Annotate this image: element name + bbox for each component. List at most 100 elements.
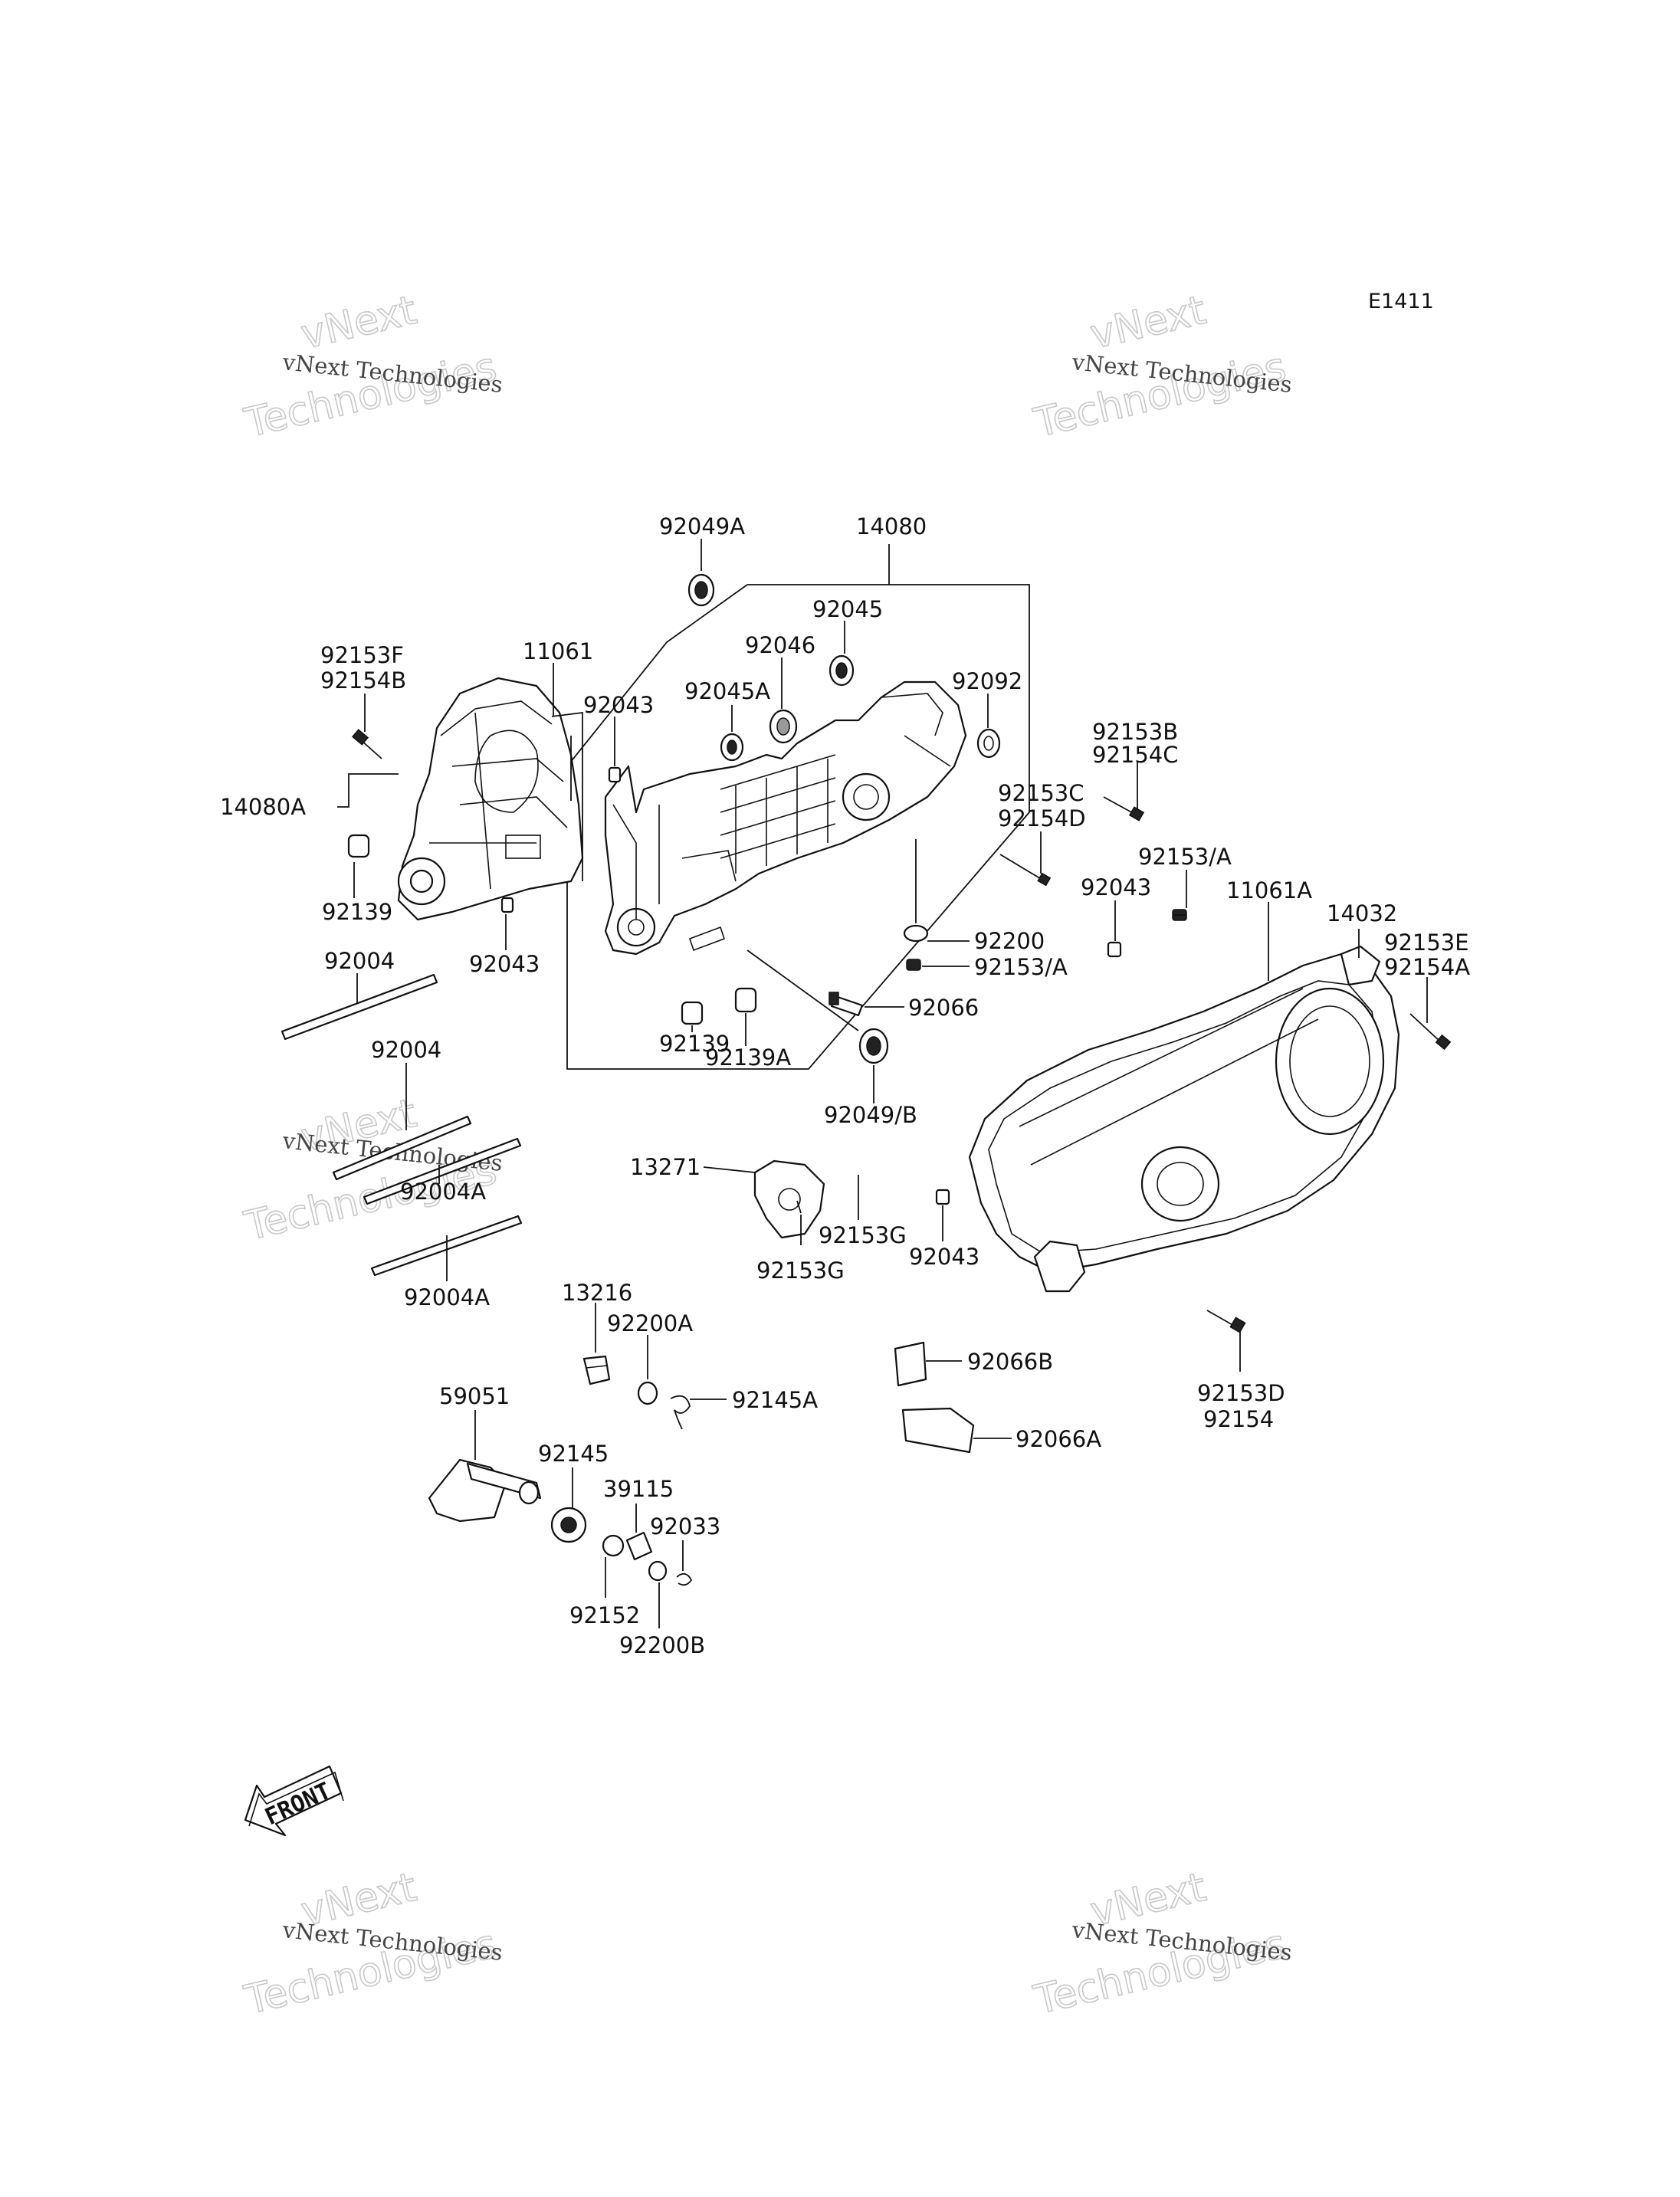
leader-92200 <box>915 839 970 942</box>
part-label[interactable]: 39115 <box>603 1476 674 1502</box>
frame-14080A-bracket <box>337 773 399 808</box>
part-label[interactable]: 92153D <box>1197 1380 1285 1406</box>
part-label[interactable]: 92152 <box>569 1602 640 1628</box>
crankcase-set-frame <box>566 584 1030 1070</box>
watermark-top-left: vNext Technologies vNext Technologies <box>240 287 504 447</box>
part-labels: 92049A 14080 92045 92046 92045A 92092 11… <box>220 513 1470 1658</box>
part-label[interactable]: 92153B <box>1092 719 1178 745</box>
bushing-92139 <box>681 1001 704 1025</box>
bearing-92045A <box>720 733 744 762</box>
screw-92153G-left <box>796 1200 802 1214</box>
dowel-92043-a <box>608 766 622 783</box>
bolt-92153F <box>351 729 382 759</box>
stud-92004-mid <box>332 1115 472 1181</box>
washer-92152 <box>602 1534 625 1557</box>
part-label[interactable]: 92043 <box>1081 874 1151 900</box>
stud-92004A-mid <box>363 1137 522 1205</box>
bolt-92153A-upper <box>1172 909 1187 921</box>
part-label[interactable]: 92200B <box>619 1632 705 1658</box>
bolt-92153D <box>1206 1310 1246 1333</box>
leader-13271 <box>703 1166 756 1173</box>
part-label[interactable]: 92153/A <box>1138 844 1232 870</box>
spring-92145A <box>670 1395 691 1430</box>
dowel-92043-c <box>1107 941 1122 958</box>
part-label[interactable]: 92066 <box>908 995 979 1021</box>
part-label[interactable]: 92154C <box>1092 742 1179 768</box>
main-crankcase <box>604 680 967 956</box>
bolt-92153B <box>1103 796 1145 821</box>
clutch-cover <box>968 945 1400 1293</box>
part-label[interactable]: 92145 <box>538 1441 609 1467</box>
part-label[interactable]: 92145A <box>732 1387 818 1413</box>
bolt-92153E <box>1409 1013 1452 1051</box>
part-label[interactable]: 92004 <box>371 1037 441 1063</box>
left-crankcase-half <box>397 677 584 921</box>
part-label[interactable]: 92153G <box>819 1222 907 1248</box>
part-label[interactable]: 92045 <box>812 596 883 622</box>
part-label[interactable]: 59051 <box>439 1383 510 1409</box>
part-label[interactable]: 92043 <box>469 951 540 977</box>
washer-92200A <box>637 1381 658 1405</box>
bolt-92153C <box>999 854 1052 887</box>
part-label[interactable]: 92066B <box>967 1349 1053 1375</box>
watermark-big-1: vNext <box>1086 287 1210 359</box>
part-label[interactable]: 92033 <box>650 1513 720 1540</box>
duct-92066B <box>894 1341 927 1387</box>
duct-92066A <box>901 1407 975 1454</box>
part-label[interactable]: 92154A <box>1384 954 1470 980</box>
part-label[interactable]: 92046 <box>745 632 815 658</box>
part-label[interactable]: 92153C <box>998 780 1084 806</box>
diagram-code: E1411 <box>1368 290 1434 313</box>
washer-92200 <box>903 924 929 943</box>
part-label[interactable]: 92004A <box>404 1284 490 1310</box>
part-label[interactable]: 92153/A <box>974 954 1068 980</box>
part-label[interactable]: 92139 <box>322 899 392 925</box>
bearing-92092 <box>976 728 1001 759</box>
part-label[interactable]: 92043 <box>583 692 654 718</box>
cover-13271 <box>753 1159 825 1239</box>
front-direction-marker: FRONT <box>244 1765 344 1837</box>
part-label[interactable]: 92154B <box>320 667 406 694</box>
part-label[interactable]: 92153F <box>320 642 404 668</box>
part-label[interactable]: 92153G <box>756 1258 845 1284</box>
part-label[interactable]: 92200 <box>974 928 1045 954</box>
part-label[interactable]: 13271 <box>630 1154 701 1180</box>
part-label[interactable]: 92154D <box>998 805 1086 831</box>
part-label[interactable]: 11061 <box>523 638 593 664</box>
washer-92200B <box>648 1560 668 1582</box>
part-label[interactable]: 92049A <box>659 513 745 539</box>
part-label[interactable]: 14032 <box>1327 900 1397 926</box>
part-label[interactable]: 92066A <box>1016 1426 1101 1452</box>
leader-92049B <box>746 949 874 1103</box>
part-label[interactable]: 13216 <box>562 1280 632 1306</box>
watermark-bottom-right: vNext Technologies vNext Technologies <box>1029 1864 1294 2024</box>
watermark-big-1: vNext <box>297 287 421 359</box>
part-label[interactable]: 92045A <box>684 678 770 704</box>
part-label[interactable]: 11061A <box>1226 877 1312 903</box>
part-label[interactable]: 92049/B <box>824 1102 917 1128</box>
part-label[interactable]: 92139 <box>659 1031 730 1057</box>
bolt-92153A-lower <box>906 959 921 971</box>
bearing-92045 <box>829 654 855 687</box>
bearing-92049B <box>858 1028 889 1064</box>
part-label[interactable]: 92139A <box>705 1044 791 1071</box>
part-label[interactable]: 92004 <box>324 948 395 974</box>
part-label[interactable]: 92153E <box>1384 930 1469 956</box>
bushing-92139-a <box>734 987 757 1013</box>
part-label[interactable]: 92043 <box>909 1244 979 1270</box>
part-label[interactable]: 92154 <box>1203 1406 1274 1432</box>
watermark-bottom-left: vNext Technologies vNext Technologies <box>240 1864 504 2024</box>
part-label[interactable]: 92004A <box>400 1179 486 1205</box>
seal-92046 <box>769 709 798 744</box>
fitting-13216 <box>582 1355 611 1385</box>
part-label[interactable]: 14080 <box>856 513 927 539</box>
watermark-top-right: vNext Technologies vNext Technologies <box>1029 287 1294 447</box>
part-label[interactable]: 92200A <box>607 1310 693 1336</box>
bearing-92049A <box>687 573 715 607</box>
part-label[interactable]: 92092 <box>952 668 1022 694</box>
part-label[interactable]: 14080A <box>220 794 306 820</box>
dowel-92043-b <box>500 897 514 913</box>
guide-39115 <box>625 1531 653 1561</box>
bolt-92066 <box>829 992 864 1017</box>
